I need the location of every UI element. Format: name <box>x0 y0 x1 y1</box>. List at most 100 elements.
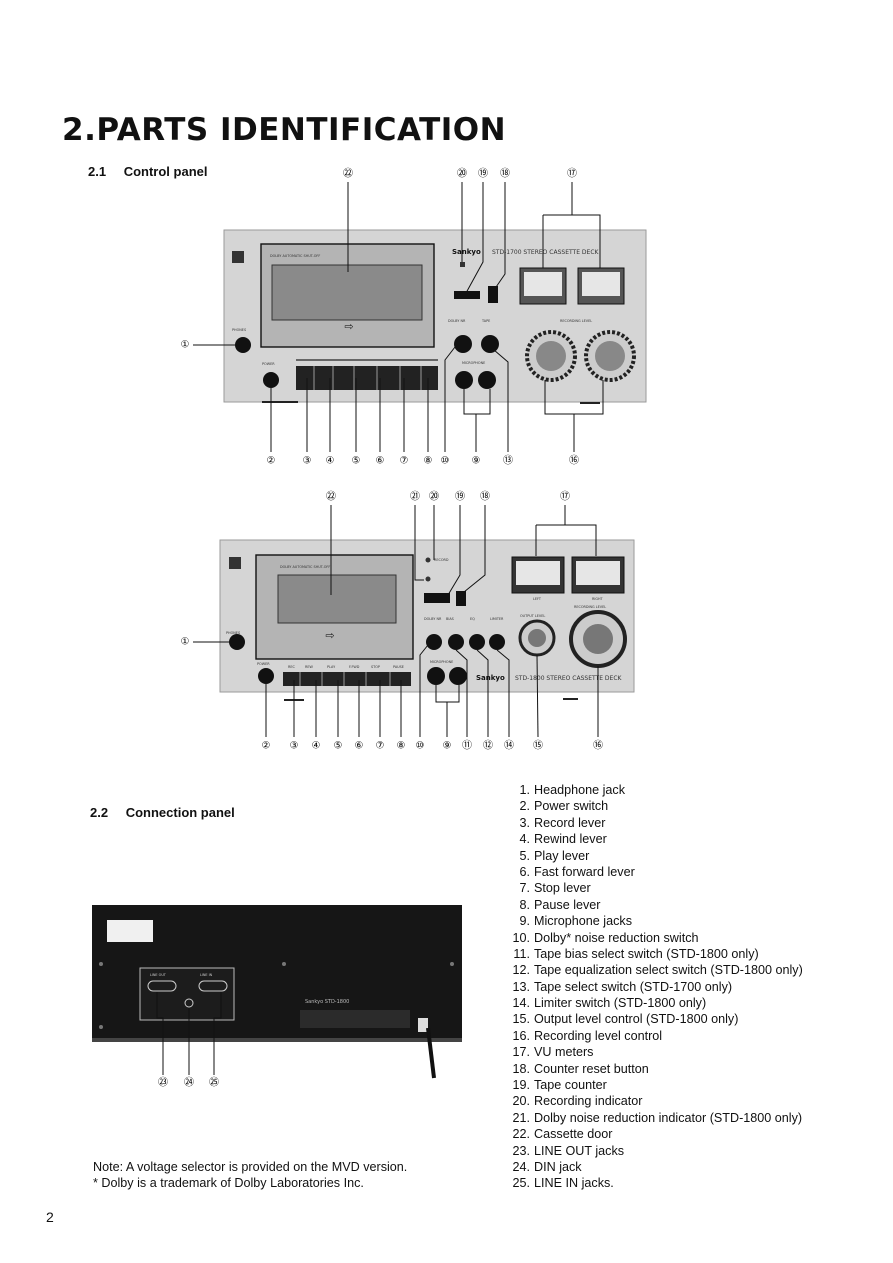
door-arrow-icon: ⇨ <box>344 320 353 333</box>
list-item-label: Stop lever <box>534 881 591 896</box>
list-item-label: Recording indicator <box>534 1094 643 1109</box>
power-cord <box>426 1027 436 1079</box>
list-item-label: Pause lever <box>534 897 601 912</box>
power-switch[interactable] <box>263 372 279 388</box>
headphone-jack[interactable] <box>235 337 251 353</box>
list-item-label: Counter reset button <box>534 1061 649 1076</box>
callout-10: ⑩ <box>441 456 450 467</box>
tape-bias-switch[interactable] <box>448 634 464 650</box>
list-item-number: 21. <box>512 1110 530 1125</box>
dolby-nr-indicator <box>425 576 431 582</box>
mic-jack-left-1800[interactable] <box>427 667 445 685</box>
play-label: PLAY <box>327 665 336 669</box>
stop-label: STOP <box>371 665 380 669</box>
callout-13: ⑬ <box>503 455 513 467</box>
leader-lines <box>193 505 599 738</box>
list-item-number: 2. <box>519 799 530 814</box>
list-item: 22.Cassette door <box>507 1126 803 1142</box>
list-item: 14.Limiter switch (STD-1800 only) <box>507 995 803 1011</box>
callout-7: ⑦ <box>376 741 385 752</box>
list-item-label: Power switch <box>534 799 609 814</box>
brand-logo-1800: Sankyo <box>476 674 505 682</box>
list-item: 5.Play lever <box>507 848 803 864</box>
door-arrow-icon: ⇨ <box>325 629 334 642</box>
tape-select-switch[interactable] <box>481 335 499 353</box>
callout-23: ㉓ <box>158 1077 168 1089</box>
screw <box>99 1025 103 1029</box>
list-item-label: Dolby* noise reduction switch <box>534 930 699 945</box>
din-jack[interactable] <box>184 998 194 1008</box>
dolby-nr-label: DOLBY NR <box>448 319 466 323</box>
callout-9: ⑨ <box>443 741 452 752</box>
list-item-label: Record lever <box>534 815 606 830</box>
list-item: 10.Dolby* noise reduction switch <box>507 930 803 946</box>
dolby-nr-switch-1800[interactable] <box>426 634 442 650</box>
nr-label: DOLBY NR <box>424 617 442 621</box>
list-item-number: 11. <box>513 946 530 961</box>
mic-jack-right[interactable] <box>478 371 496 389</box>
list-item-label: Limiter switch (STD-1800 only) <box>534 996 707 1011</box>
screw <box>282 962 286 966</box>
list-item-label: LINE OUT jacks <box>534 1143 625 1158</box>
power-switch-1800[interactable] <box>258 668 274 684</box>
screw <box>450 962 454 966</box>
mic-jack-right-1800[interactable] <box>449 667 467 685</box>
vu-meter-left-face <box>524 272 562 296</box>
control-panel-heading: 2.1 Control panel <box>88 164 207 179</box>
tape-counter-1800 <box>424 593 450 603</box>
list-item: 7.Stop lever <box>507 880 803 896</box>
list-item: 12.Tape equalization select switch (STD-… <box>507 962 802 978</box>
list-item-label: Recording level control <box>534 1028 663 1043</box>
line-out-label: LINE OUT <box>150 973 167 977</box>
headphone-jack-1800[interactable] <box>229 634 245 650</box>
mic-jack-left[interactable] <box>455 371 473 389</box>
list-item-number: 18. <box>512 1061 530 1076</box>
rear-model-label: Sankyo STD-1800 <box>305 999 349 1005</box>
list-item: 1.Headphone jack <box>507 782 803 798</box>
callout-4: ④ <box>326 456 335 467</box>
callout-8: ⑧ <box>397 741 406 752</box>
callout-9: ⑨ <box>472 456 481 467</box>
power-label: POWER <box>257 662 270 666</box>
rew-label: REW <box>305 665 313 669</box>
list-item: 16.Recording level control <box>507 1028 803 1044</box>
limiter-label: LIMITER <box>490 617 504 621</box>
list-item: 18. Counter reset button <box>507 1061 803 1077</box>
vu-right-label: RIGHT <box>592 597 604 601</box>
dolby-nr-switch[interactable] <box>454 335 472 353</box>
list-item: 2. Power switch <box>507 798 803 814</box>
counter-reset-button[interactable] <box>488 286 498 303</box>
callout-17: ⑰ <box>567 168 577 180</box>
pause-label: PAUSE <box>393 665 404 669</box>
transport-levers <box>296 366 438 390</box>
tape-label: TAPE <box>481 319 490 323</box>
list-item-number: 6. <box>519 864 530 879</box>
list-item: 15.Output level control (STD-1800 only) <box>507 1011 803 1027</box>
section-number: 2.1 <box>88 164 107 179</box>
list-item-label: Fast forward lever <box>534 864 635 879</box>
list-item: 23.LINE OUT jacks <box>507 1143 803 1159</box>
list-item-label: VU meters <box>534 1045 594 1060</box>
bias-label: BIAS <box>446 617 454 621</box>
output-level-label: OUTPUT LEVEL <box>520 614 545 618</box>
section-title: Connection panel <box>125 805 235 820</box>
callout-3: ③ <box>290 741 299 752</box>
callout-6: ⑥ <box>355 741 364 752</box>
tape-eq-switch[interactable] <box>469 634 485 650</box>
vu-meter-left-face <box>516 561 560 585</box>
brand-logo-1700: Sankyo <box>452 248 481 256</box>
counter-reset-button-1800[interactable] <box>456 591 466 606</box>
callout-20: ⑳ <box>457 168 467 180</box>
list-item-number: 22. <box>512 1127 530 1142</box>
line-in-jacks[interactable] <box>198 980 228 992</box>
limiter-switch[interactable] <box>489 634 505 650</box>
rear-panel-base <box>92 1038 462 1042</box>
spec-label-sticker <box>107 920 153 942</box>
list-item-label: DIN jack <box>534 1159 582 1174</box>
line-out-jacks[interactable] <box>147 980 177 992</box>
callout-10: ⑩ <box>416 741 425 752</box>
line-in-label: LINE IN <box>200 973 213 977</box>
list-item-number: 19. <box>512 1078 530 1093</box>
knob-cap <box>583 624 613 654</box>
